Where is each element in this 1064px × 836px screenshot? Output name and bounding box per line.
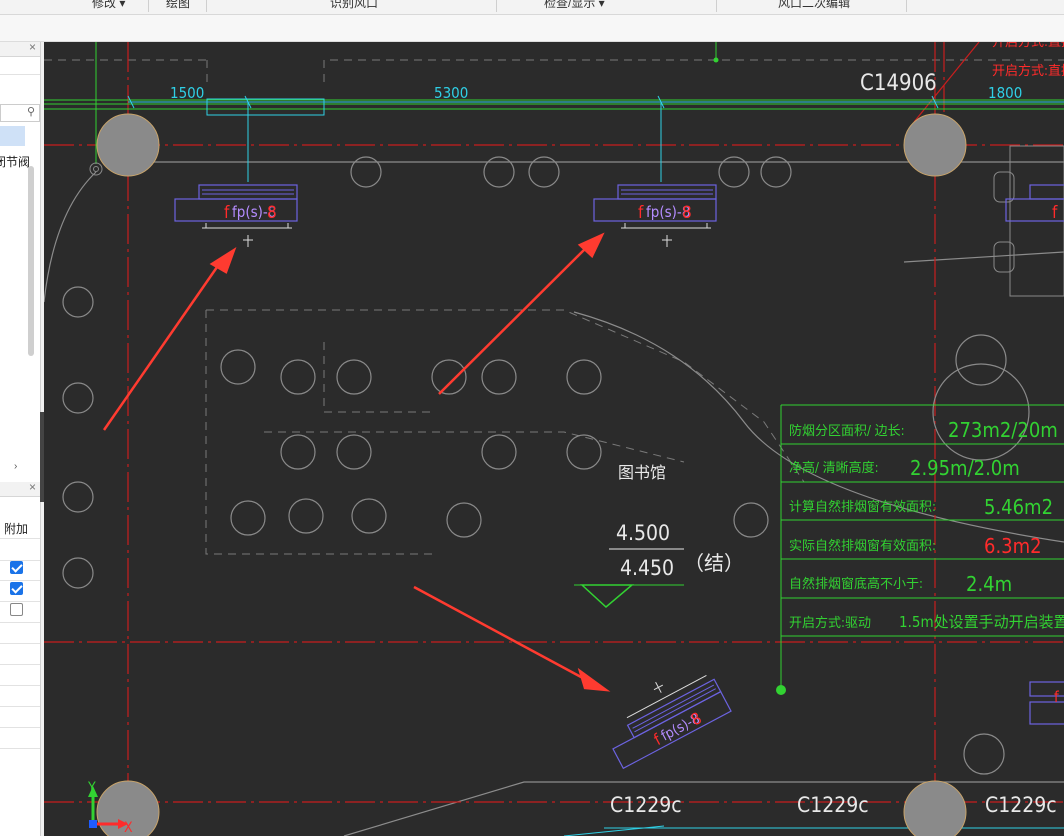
table-label: 开启方式:驱动 xyxy=(789,615,871,631)
divider xyxy=(0,538,40,539)
opening-note: 开启方式:直接开启 xyxy=(992,42,1064,50)
elevation-symbol xyxy=(580,584,635,608)
window-tag: C1229c xyxy=(985,793,1057,817)
axis-y-label: Y xyxy=(87,780,96,796)
extra-checkbox[interactable] xyxy=(10,561,23,574)
table-label: 计算自然排烟窗有效面积: xyxy=(789,499,936,515)
dimension-label: 5300 xyxy=(434,84,468,102)
table-label: 净高/ 清晰高度: xyxy=(789,460,879,476)
table-value: 2.4m xyxy=(966,572,1012,596)
wall-lines xyxy=(44,161,1064,836)
ribbon-separator xyxy=(906,0,907,12)
fan-coil-unit-partial[interactable] xyxy=(1005,184,1064,725)
table-label: 自然排烟窗底高不小于: xyxy=(789,576,923,592)
close-icon[interactable]: × xyxy=(28,480,36,494)
divider xyxy=(0,727,40,728)
table-value: 6.3m2 xyxy=(984,534,1042,558)
window-tag: C1229c xyxy=(610,793,682,817)
ribbon: 修改 ▾ 绘图 识别风口 检查/显示 ▾ 风口二次编辑 xyxy=(0,0,1064,15)
fan-coil-unit[interactable] xyxy=(593,184,717,247)
column-header-extra: 附加 xyxy=(4,522,29,536)
list-item-selected[interactable] xyxy=(0,126,25,146)
panel-header-2: × xyxy=(0,480,40,497)
divider xyxy=(0,622,40,623)
fan-coil-label-suffix: 8 xyxy=(682,203,692,223)
fan-coil-label-prefix: f xyxy=(638,203,644,223)
divider xyxy=(0,706,40,707)
fan-coil-label-prefix: f xyxy=(1052,203,1058,223)
fan-coil-label-prefix: f xyxy=(224,203,230,223)
scroll-right-icon[interactable]: › xyxy=(14,461,18,472)
fan-coil-label: fp(s)-8 xyxy=(232,203,276,221)
table-value: 2.95m/2.0m xyxy=(910,456,1020,480)
extra-checkbox[interactable] xyxy=(10,603,23,616)
valve-icon xyxy=(89,162,103,176)
tab-modify[interactable]: 修改 ▾ xyxy=(92,0,126,10)
pipe-lines xyxy=(44,42,1064,690)
cad-canvas[interactable]: 1500 5300 1800 xyxy=(44,42,1064,836)
divider xyxy=(0,601,40,602)
dimension-label: 1500 xyxy=(170,84,204,102)
pipe-node xyxy=(713,57,719,63)
elevation-struct: 4.450 xyxy=(620,556,674,580)
panel-splitter[interactable] xyxy=(40,412,44,502)
table-label: 防烟分区面积/ 边长: xyxy=(789,423,905,439)
tab-draw[interactable]: 绘图 xyxy=(166,0,191,10)
divider xyxy=(0,664,40,665)
divider xyxy=(0,580,40,581)
ribbon-separator xyxy=(716,0,717,12)
dashed-boundary xyxy=(44,59,1064,555)
fan-coil-label: fp(s)-8 xyxy=(646,203,690,221)
ribbon-separator xyxy=(496,0,497,12)
axis-x-label: X xyxy=(124,820,133,836)
ribbon-separator xyxy=(206,0,207,12)
furniture-circles xyxy=(62,156,1030,775)
pipe-node xyxy=(776,685,786,695)
tab-check-display[interactable]: 检查/显示 ▾ xyxy=(544,0,605,10)
search-input[interactable]: ⚲ xyxy=(0,104,40,122)
divider xyxy=(0,74,40,75)
search-icon: ⚲ xyxy=(26,106,35,118)
table-label: 实际自然排烟窗有效面积: xyxy=(789,538,936,554)
table-value: 1.5m处设置手动开启装置 xyxy=(899,613,1064,631)
tab-vent-edit[interactable]: 风口二次编辑 xyxy=(778,0,851,10)
elevation-arch: 4.500 xyxy=(616,521,670,545)
smoke-exhaust-table[interactable]: 防烟分区面积/ 边长: 273m2/20m 净高/ 清晰高度: 2.95m/2.… xyxy=(780,404,1064,637)
opening-note: 开启方式:直接开启 xyxy=(992,63,1064,79)
divider xyxy=(0,643,40,644)
dimension-label: 1800 xyxy=(988,84,1022,102)
room-name: 图书馆 xyxy=(618,463,666,482)
table-value: 273m2/20m xyxy=(948,418,1058,442)
fan-coil-unit[interactable]: f fp(s)-8 8 xyxy=(595,657,732,770)
table-value: 5.46m2 xyxy=(984,495,1053,519)
divider xyxy=(0,748,40,749)
window-tag: C1229c xyxy=(797,793,869,817)
extra-checkbox[interactable] xyxy=(10,582,23,595)
cad-drawing: 1500 5300 1800 xyxy=(44,42,1064,836)
fan-coil-label-prefix: f xyxy=(1054,688,1060,706)
columns xyxy=(96,113,967,836)
ucs-axis-icon: Y X xyxy=(87,780,133,836)
dimension-lines xyxy=(127,95,1064,836)
fan-coil-unit[interactable] xyxy=(174,184,298,247)
structure-note: （结） xyxy=(684,551,744,575)
ribbon-separator xyxy=(148,0,149,12)
annotation-arrows xyxy=(102,232,611,692)
panel-header-1: × xyxy=(0,42,40,57)
tree-item-label[interactable]: 闭节阀 xyxy=(0,155,31,169)
divider xyxy=(0,685,40,686)
close-icon[interactable]: × xyxy=(28,42,36,54)
secondary-toolbar xyxy=(0,15,1064,42)
left-panel: × ⚲ 闭节阀 › × 附加 xyxy=(0,42,41,836)
vertical-scrollbar[interactable] xyxy=(28,166,34,356)
tab-identify-vent[interactable]: 识别风口 xyxy=(330,0,379,10)
window-tag: C14906 xyxy=(860,71,937,96)
fan-coil-label-suffix: 8 xyxy=(267,203,277,223)
